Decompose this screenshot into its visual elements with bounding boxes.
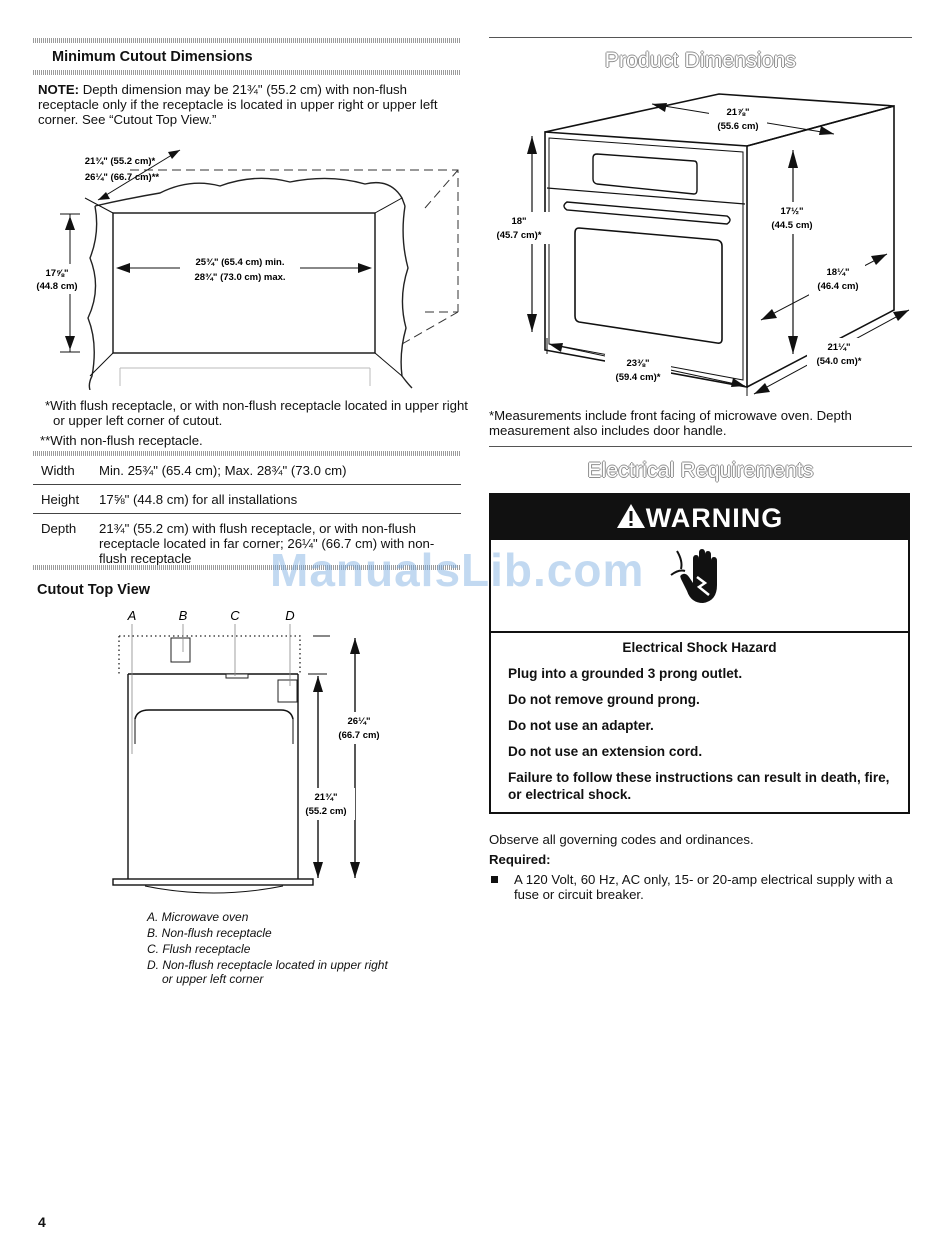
section-rule <box>33 451 461 456</box>
list-item: Plug into a grounded 3 prong outlet. <box>508 666 743 681</box>
product-diagram: 21⅞" (55.6 cm) 18" (45.7 cm)* 17½" (44.5… <box>491 93 910 396</box>
legend-item: D. Non-flush receptacle located in upper… <box>147 958 388 972</box>
note-text: Depth dimension may be 21¾" (55.2 cm) wi… <box>38 82 438 127</box>
top-width-in: 21⅞" <box>727 107 750 118</box>
height-cm-label: (44.8 cm) <box>36 281 77 292</box>
spec-value: 21¾" (55.2 cm) with flush receptacle, or… <box>99 521 435 566</box>
bottom-width-cm: (59.4 cm)* <box>616 372 661 383</box>
side-depth-in: 18¼" <box>827 267 850 278</box>
legend-item: C. Flush receptacle <box>147 942 251 956</box>
inner-depth-in: 21¾" <box>315 792 338 803</box>
spec-value: 17⅝" (44.8 cm) for all installations <box>99 492 298 507</box>
shock-hand-icon <box>667 547 729 610</box>
cutout-diagram: 21¾" (55.2 cm)* 26¼" (66.7 cm)** 25¾" (6… <box>32 149 459 390</box>
top-width-cm: (55.6 cm) <box>717 121 758 132</box>
watermark: ManualsLib.com <box>270 544 645 596</box>
section-rule <box>33 565 461 570</box>
spec-label: Width <box>41 463 75 478</box>
depth-nonflush-label: 26¼" (66.7 cm)** <box>85 172 160 183</box>
depth-in: 21¼" <box>828 342 851 353</box>
top-view-letter-b: B <box>179 608 188 623</box>
warning-label: WARNING <box>645 503 784 533</box>
top-view-letter-c: C <box>230 608 240 623</box>
top-view-title: Cutout Top View <box>37 582 151 598</box>
footnote-2: **With non-flush receptacle. <box>40 433 203 448</box>
warning-banner: WARNING <box>491 495 908 540</box>
top-view-legend: A. Microwave oven B. Non-flush receptacl… <box>147 909 388 985</box>
depth-cm: (54.0 cm)* <box>817 356 862 367</box>
depth-flush-label: 21¾" (55.2 cm)* <box>85 156 156 167</box>
hazard-title: Electrical Shock Hazard <box>622 640 777 655</box>
section-rule <box>33 70 461 75</box>
right-height-cm: (44.5 cm) <box>771 220 812 231</box>
section-rule <box>33 38 461 43</box>
width-min-label: 25¾" (65.4 cm) min. <box>196 257 285 268</box>
left-height-in: 18" <box>511 216 526 227</box>
required-label: Required: <box>489 852 551 867</box>
inner-depth-cm: (55.2 cm) <box>305 806 346 817</box>
left-height-cm: (45.7 cm)* <box>497 230 542 241</box>
warning-box: WARNING Electrical Shock Hazard Plug int… <box>489 493 910 814</box>
bullet-icon <box>491 876 498 883</box>
width-max-label: 28¾" (73.0 cm) max. <box>194 272 285 283</box>
table-row: Depth 21¾" (55.2 cm) with flush receptac… <box>33 514 461 572</box>
spec-value: Min. 25¾" (65.4 cm); Max. 28¾" (73.0 cm) <box>99 463 347 478</box>
top-view-letter-a: A <box>127 608 137 623</box>
cutout-title: Minimum Cutout Dimensions <box>52 49 253 65</box>
section-rule <box>489 37 912 38</box>
top-view-letter-d: D <box>285 608 294 623</box>
legend-item: A. Microwave oven <box>147 910 249 924</box>
warning-triangle-icon <box>616 495 646 541</box>
section-rule <box>489 446 912 447</box>
side-depth-cm: (46.4 cm) <box>817 281 858 292</box>
height-in-label: 17⅝" <box>46 268 69 279</box>
product-dimensions-title: Product Dimensions <box>604 49 797 72</box>
table-row: Height 17⅝" (44.8 cm) for all installati… <box>33 485 461 514</box>
outer-depth-cm: (66.7 cm) <box>338 730 379 741</box>
top-view-diagram: A B C D 26¼" (66.7 cm) 21¾" (55.2 cm) <box>112 608 387 894</box>
note-label: NOTE: <box>38 82 80 97</box>
bottom-width-in: 23⅜" <box>627 358 650 369</box>
right-height-in: 17½" <box>781 206 804 217</box>
warning-divider <box>491 631 908 633</box>
product-footnote: *Measurements include front facing of mi… <box>489 408 852 438</box>
spec-label: Height <box>41 492 80 507</box>
list-item: Do not use an extension cord. <box>508 744 703 759</box>
page-number: 4 <box>38 1214 46 1230</box>
footnote-1: *With flush receptacle, or with non-flus… <box>45 398 468 428</box>
outer-depth-in: 26¼" <box>348 716 371 727</box>
warning-list: Plug into a grounded 3 prong outlet. Do … <box>508 665 894 812</box>
table-row: Width Min. 25¾" (65.4 cm); Max. 28¾" (73… <box>33 456 461 485</box>
spec-table: Width Min. 25¾" (65.4 cm); Max. 28¾" (73… <box>33 456 461 572</box>
list-item: Do not use an adapter. <box>508 718 654 733</box>
legend-item: or upper left corner <box>162 972 264 986</box>
list-item: Failure to follow these instructions can… <box>508 770 890 802</box>
required-item: A 120 Volt, 60 Hz, AC only, 15- or 20-am… <box>514 872 893 902</box>
electrical-requirements-title: Electrical Requirements <box>587 459 814 482</box>
list-item: Do not remove ground prong. <box>508 692 700 707</box>
spec-label: Depth <box>41 521 77 536</box>
note-paragraph: NOTE: Depth dimension may be 21¾" (55.2 … <box>38 82 460 127</box>
legend-item: B. Non-flush receptacle <box>147 926 272 940</box>
observe-text: Observe all governing codes and ordinanc… <box>489 832 754 847</box>
